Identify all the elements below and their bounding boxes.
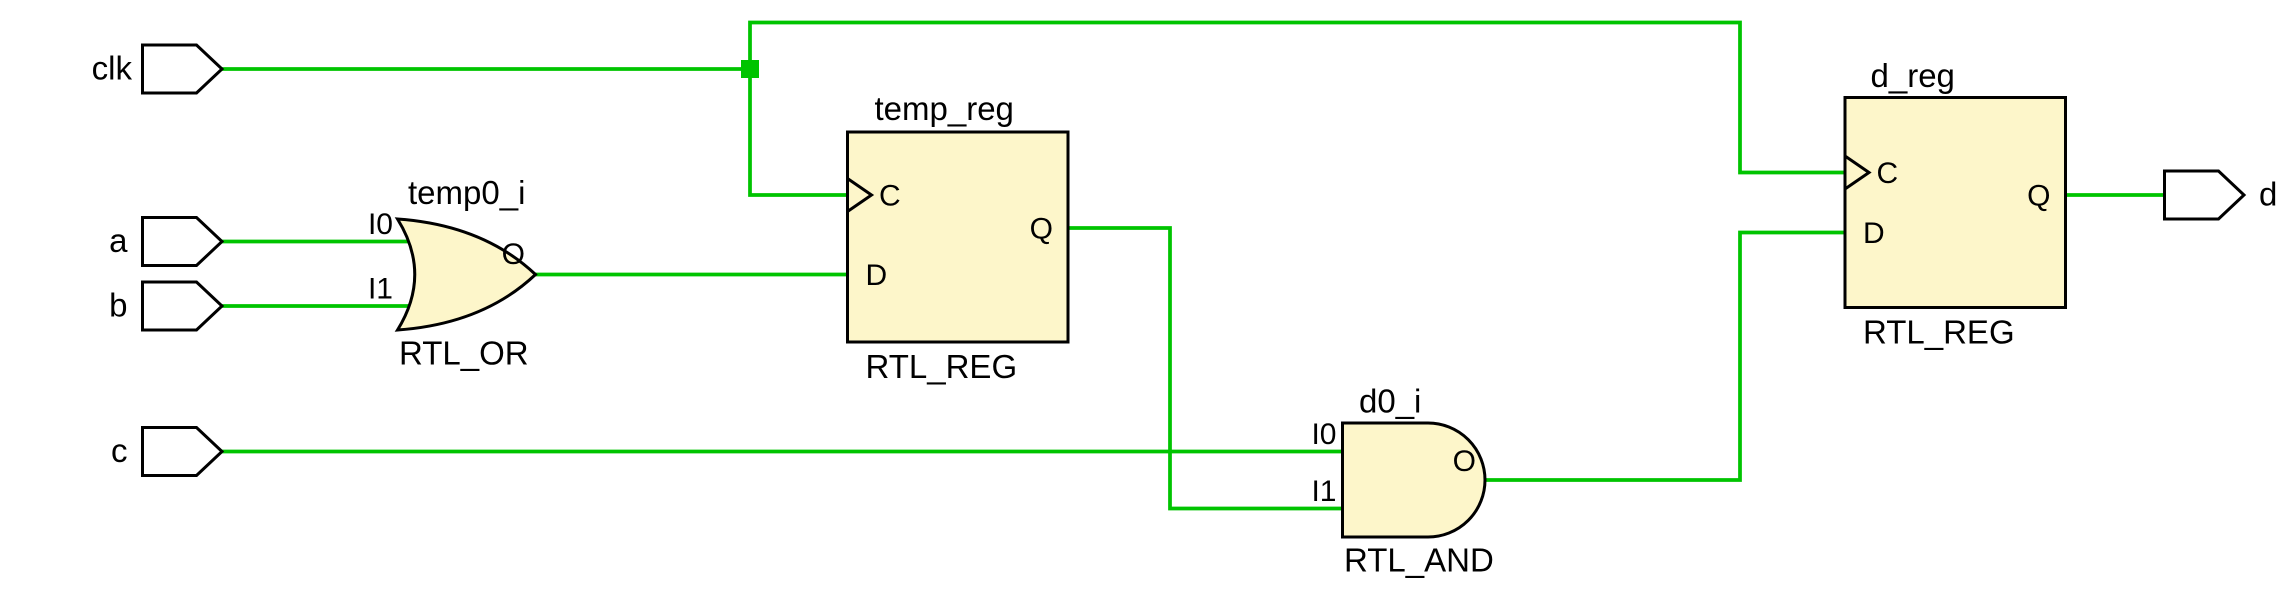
temp-reg-box[interactable]: [846, 130, 1070, 344]
port-b[interactable]: [141, 280, 225, 332]
wire-and-o-to-dreg-d[interactable]: [1485, 230, 1845, 482]
or-gate-type-label: RTL_OR: [399, 335, 529, 372]
port-c[interactable]: [141, 426, 225, 477]
or-gate-pin-i0-label: I0: [368, 208, 393, 241]
temp-reg-clock-triangle-icon: [846, 177, 875, 213]
temp-reg-type-label: RTL_REG: [866, 348, 1018, 385]
port-a[interactable]: [141, 216, 225, 267]
and-gate-type-label: RTL_AND: [1344, 542, 1494, 579]
port-clk[interactable]: [141, 43, 225, 95]
port-d[interactable]: [2163, 169, 2247, 221]
port-label-b: b: [109, 287, 127, 324]
temp-reg-pin-q-label: Q: [1030, 213, 1053, 246]
d-reg-pin-q-label: Q: [2027, 180, 2050, 213]
port-label-c: c: [111, 432, 128, 469]
d-reg-pin-d-label: D: [1863, 217, 1885, 250]
d-reg-clock-triangle-icon: [1844, 154, 1872, 191]
or-gate-instance-label: temp0_i: [408, 174, 525, 211]
d-reg-type-label: RTL_REG: [1863, 314, 2015, 351]
temp-reg-pin-d-label: D: [866, 259, 888, 292]
and-gate-pin-i0-label: I0: [1311, 418, 1336, 451]
port-label-d: d: [2259, 176, 2277, 213]
port-label-clk: clk: [92, 50, 133, 87]
or-gate-pin-i1-label: I1: [368, 273, 393, 306]
wire-clk-to-tempreg-c[interactable]: [748, 69, 848, 197]
temp-reg-instance-label: temp_reg: [875, 90, 1014, 127]
and-gate-instance-label: d0_i: [1359, 383, 1421, 420]
temp-reg-pin-c-label: C: [879, 180, 901, 213]
or-gate[interactable]: [394, 217, 538, 332]
d-reg-pin-c-label: C: [1877, 157, 1899, 190]
or-gate-pin-o-label: O: [502, 238, 525, 271]
and-gate-pin-o-label: O: [1453, 445, 1476, 478]
d-reg-box[interactable]: [1843, 96, 2067, 309]
port-label-a: a: [109, 222, 128, 259]
d-reg-instance-label: d_reg: [1871, 57, 1955, 94]
and-gate-pin-i1-label: I1: [1311, 475, 1336, 508]
and-gate[interactable]: [1341, 421, 1487, 539]
clk-net-junction: [741, 60, 759, 78]
wire-clk-to-dreg-c[interactable]: [748, 20, 1845, 175]
wire-tempreg-q-to-and-i1[interactable]: [1068, 226, 1343, 511]
